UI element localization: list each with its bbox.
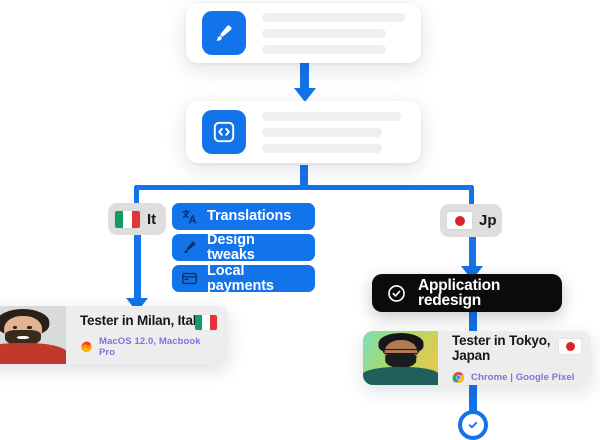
connector-it-to-milan xyxy=(134,232,141,304)
tester-name-milan: Tester in Milan, Italy xyxy=(80,313,204,329)
code-brackets-icon xyxy=(202,110,246,154)
japan-flag-icon xyxy=(559,339,581,354)
italy-flag-icon xyxy=(195,315,217,330)
check-circle-icon xyxy=(386,283,407,304)
tester-name-tokyo: Tester in Tokyo, Japan xyxy=(452,333,551,363)
connector-branch-horizontal xyxy=(134,185,474,190)
connector-jp-to-task xyxy=(469,236,476,272)
task-pill-design-tweaks-label: Design tweaks xyxy=(207,232,255,263)
locale-badge-jp-label: Jp xyxy=(479,212,497,229)
chrome-icon xyxy=(452,371,465,384)
firefox-icon xyxy=(80,340,93,353)
document-text-placeholder-lines xyxy=(262,12,405,54)
tester-avatar-milan xyxy=(0,306,66,364)
tester-card-milan[interactable]: Tester in Milan, Italy MacOS 12.0, Macbo… xyxy=(0,306,228,364)
arrowhead-card1-card2 xyxy=(294,88,316,102)
tester-avatar-tokyo xyxy=(363,331,438,385)
connector-branch-left-down xyxy=(134,185,139,207)
tester-device-tokyo: Chrome | Google Pixel xyxy=(471,371,575,383)
document-text-placeholder-lines xyxy=(262,111,405,153)
translate-icon xyxy=(181,208,198,225)
document-card-design[interactable] xyxy=(186,3,421,63)
locale-badge-jp[interactable]: Jp xyxy=(440,204,502,237)
task-pill-translations-label: Translations xyxy=(207,208,292,225)
task-pill-local-payments[interactable]: Local payments xyxy=(172,263,315,294)
connector-tokyo-to-status xyxy=(469,384,477,412)
task-pill-design-tweaks[interactable]: Design tweaks xyxy=(172,232,315,263)
connector-card2-down xyxy=(300,165,308,189)
paintbrush-icon xyxy=(181,239,198,256)
locale-badge-it-label: It xyxy=(147,210,157,228)
credit-card-icon xyxy=(181,270,198,287)
japan-flag-icon xyxy=(447,212,472,229)
connector-card1-card2 xyxy=(300,62,309,90)
status-badge-completed[interactable] xyxy=(458,410,488,440)
locale-badge-it[interactable]: It xyxy=(108,203,166,235)
task-pill-application-redesign[interactable]: Application redesign xyxy=(372,274,562,312)
task-pill-translations[interactable]: Translations xyxy=(172,203,315,230)
tester-card-tokyo[interactable]: Tester in Tokyo, Japan Chrome | Google P… xyxy=(363,331,591,385)
paintbrush-icon xyxy=(202,11,246,55)
tester-device-row-tokyo: Chrome | Google Pixel xyxy=(452,371,579,384)
italy-flag-icon xyxy=(115,210,140,228)
connector-task-to-tokyo xyxy=(469,311,477,335)
tester-device-milan: MacOS 12.0, Macbook Pro xyxy=(99,335,201,358)
tester-device-row-milan: MacOS 12.0, Macbook Pro xyxy=(80,336,216,358)
task-pill-application-redesign-label: Application redesign xyxy=(418,276,501,309)
task-pill-local-payments-label: Local payments xyxy=(207,263,274,294)
document-card-development[interactable] xyxy=(186,101,421,163)
connector-branch-right-down xyxy=(469,185,474,207)
